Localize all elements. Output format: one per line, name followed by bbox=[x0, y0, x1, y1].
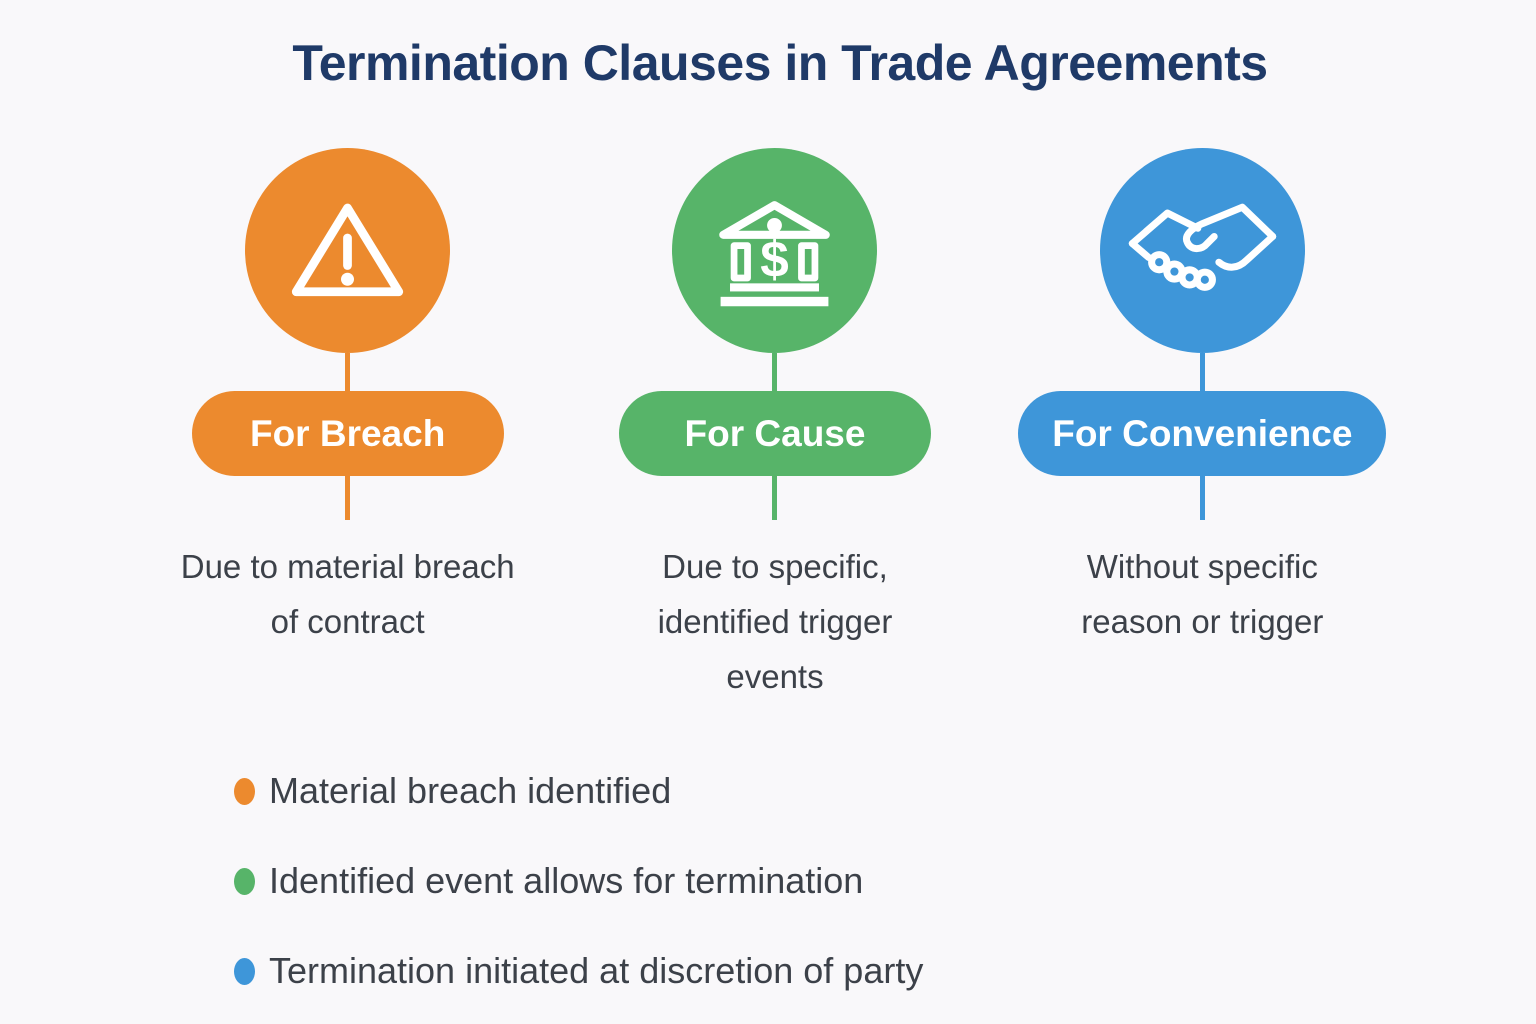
breach-description: Due to material breach of contract bbox=[180, 548, 515, 640]
breach-connector-bottom bbox=[345, 476, 351, 520]
convenience-category-pill: For Convenience bbox=[1018, 391, 1387, 476]
handshake-icon bbox=[1125, 192, 1280, 309]
bullet-item-cause: Identified event allows for termination bbox=[234, 860, 1536, 902]
cause-connector-top bbox=[772, 353, 778, 391]
green-bullet-dot bbox=[234, 867, 255, 895]
bullet-item-convenience: Termination initiated at discretion of p… bbox=[234, 950, 1536, 992]
column-for-breach: For Breach Due to material breach of con… bbox=[134, 148, 561, 704]
warning-triangle-icon bbox=[285, 193, 410, 308]
bullet-text-cause: Identified event allows for termination bbox=[269, 860, 864, 902]
convenience-description: Without specific reason or trigger bbox=[1081, 548, 1324, 640]
key-points-list: Material breach identified Identified ev… bbox=[234, 770, 1536, 992]
orange-bullet-dot bbox=[234, 777, 255, 805]
cause-category-pill: For Cause bbox=[618, 391, 931, 476]
breach-connector-top bbox=[345, 353, 351, 391]
bullet-item-breach: Material breach identified bbox=[234, 770, 1536, 812]
category-columns: For Breach Due to material breach of con… bbox=[134, 148, 1416, 704]
breach-icon-circle bbox=[245, 148, 451, 353]
page-title: Termination Clauses in Trade Agreements bbox=[292, 35, 1268, 91]
breach-category-pill: For Breach bbox=[191, 391, 504, 476]
bullet-text-breach: Material breach identified bbox=[269, 770, 672, 812]
convenience-connector-bottom bbox=[1199, 476, 1205, 520]
convenience-icon-circle bbox=[1099, 148, 1305, 353]
convenience-connector-top bbox=[1199, 353, 1205, 391]
bullet-text-convenience: Termination initiated at discretion of p… bbox=[269, 950, 924, 992]
column-for-convenience: For Convenience Without specific reason … bbox=[989, 148, 1416, 704]
cause-icon-circle: $ bbox=[672, 148, 878, 353]
bank-dollar-icon: $ bbox=[707, 189, 842, 313]
column-for-cause: $ For Cause Due to specific, identified … bbox=[561, 148, 988, 704]
blue-bullet-dot bbox=[234, 957, 255, 985]
cause-connector-bottom bbox=[772, 476, 778, 520]
cause-description: Due to specific, identified trigger even… bbox=[657, 548, 893, 695]
dollar-symbol: $ bbox=[761, 230, 789, 287]
